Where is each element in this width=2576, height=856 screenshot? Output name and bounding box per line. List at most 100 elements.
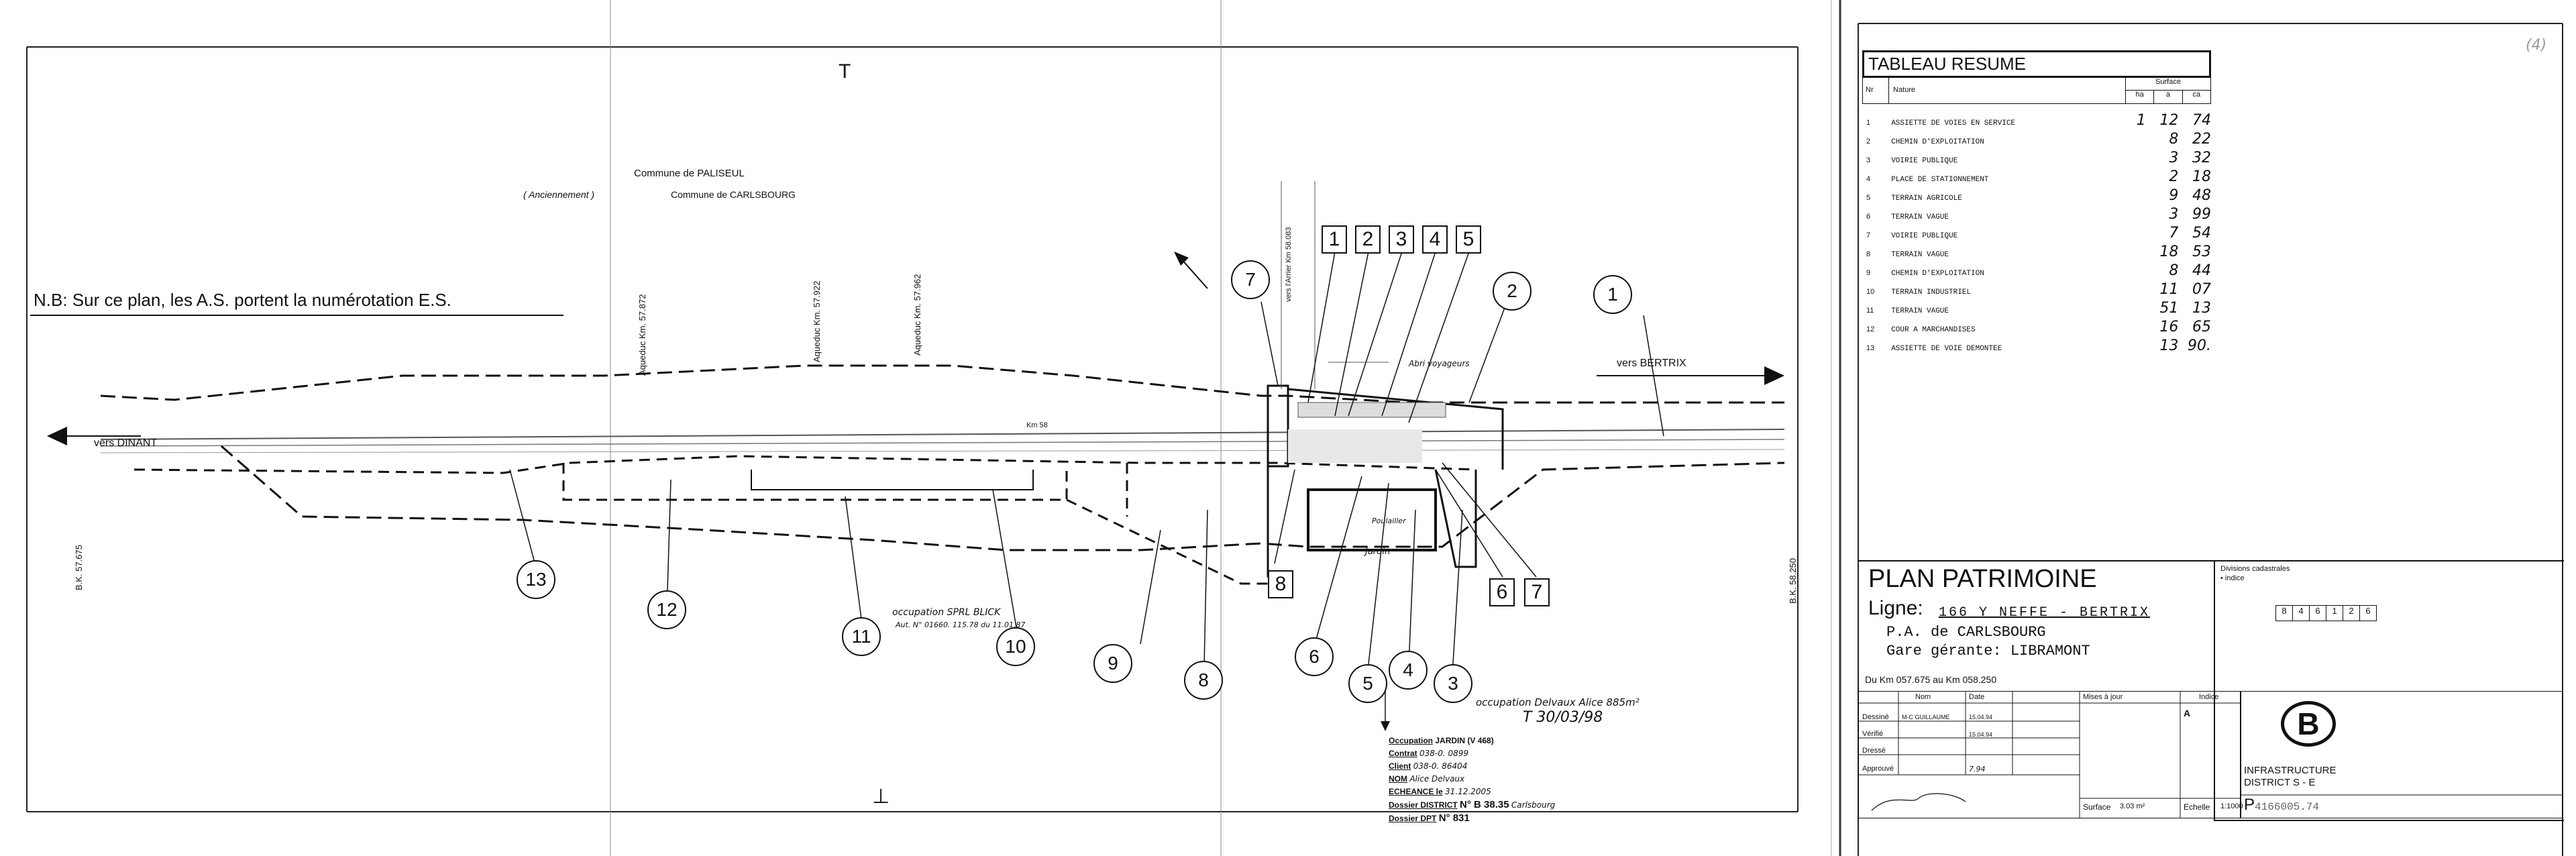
commune-former-prefix: ( Anciennement )	[523, 189, 595, 200]
right-sheet-frame	[1839, 0, 2563, 856]
stamp-label: ECHEANCE le	[1389, 787, 1443, 796]
row-verifie: Vérifié	[1862, 730, 1884, 738]
summary-row-a: 16	[2159, 319, 2179, 335]
poulailler-label: Poulailler	[1372, 517, 1406, 525]
parcel-box-6: 6	[1489, 578, 1515, 606]
km-start-label: B.K. 57.675	[74, 545, 84, 590]
infra-line-1: INFRASTRUCTURE	[2244, 765, 2337, 776]
stamp-value: N° 831	[1438, 812, 1470, 824]
division-cell: 8	[2276, 606, 2293, 621]
sncb-logo: B	[2281, 701, 2336, 747]
row-dresse: Dressé	[1862, 747, 1886, 755]
division-cell: 1	[2326, 606, 2343, 621]
parcel-circle-12: 12	[647, 590, 686, 629]
parcel-circle-3: 3	[1434, 664, 1472, 703]
stamp-label: Client	[1389, 761, 1411, 771]
header-ha: ha	[2126, 91, 2155, 103]
summary-row-nr: 11	[1866, 307, 1874, 315]
summary-row-nr: 7	[1866, 231, 1871, 239]
parcel-box-4: 4	[1422, 225, 1448, 254]
summary-row-nr: 6	[1866, 213, 1871, 221]
stamp-annot-date: T 30/03/98	[1523, 709, 1603, 726]
summary-row-nature: TERRAIN INDUSTRIEL	[1891, 288, 1972, 297]
summary-row-ca: 74	[2192, 112, 2211, 129]
aqueduc-label-3: Aqueduc Km. 57.962	[912, 274, 922, 356]
summary-row-ca: 53	[2192, 244, 2211, 260]
verifie-date: 15.04.94	[1969, 731, 1993, 738]
summary-row-a: 18	[2159, 244, 2179, 260]
summary-row-nature: COUR A MARCHANDISES	[1891, 326, 1976, 334]
parcel-box-7: 7	[1524, 578, 1550, 606]
abri-label: Abri voyageurs	[1409, 359, 1470, 368]
summary-row-a: 9	[2169, 187, 2179, 204]
summary-row-nr: 3	[1866, 156, 1871, 164]
aqueduc-label-1: Aqueduc Km. 57.872	[637, 294, 647, 376]
commune-label: Commune de PALISEUL	[634, 168, 745, 179]
division-cell: 4	[2293, 606, 2310, 621]
summary-row-ca: 22	[2192, 131, 2211, 148]
stamp-row-contrat: Contrat 038-0. 0899	[1389, 747, 1603, 760]
stamp-label: Dossier DISTRICT	[1389, 800, 1458, 810]
stamp-label: NOM	[1389, 774, 1407, 784]
divisions-sub: • indice	[2220, 574, 2245, 582]
nb-note: N.B: Sur ce plan, les A.S. portent la nu…	[34, 290, 451, 310]
parcel-circle-9: 9	[1093, 644, 1132, 683]
header-nature: Nature	[1889, 78, 2126, 103]
occupation-blick: occupation SPRL BLICK	[892, 607, 1001, 618]
stamp-label: Contrat	[1389, 749, 1417, 758]
parcel-circle-11: 11	[842, 617, 881, 656]
summary-row-nr: 8	[1866, 250, 1871, 258]
summary-row-a: 51	[2159, 300, 2179, 317]
summary-row-nature: CHEMIN D'EXPLOITATION	[1891, 138, 1984, 146]
compass-bottom-mark: ⊥	[872, 786, 890, 808]
approuve-date: 7.94	[1969, 765, 1986, 773]
summary-row-nr: 4	[1866, 175, 1871, 183]
row-dessine: Dessiné	[1862, 713, 1889, 721]
km58-label: Km 58	[1026, 421, 1048, 429]
echelle-label: Echelle	[2184, 802, 2210, 812]
summary-row-nature: ASSIETTE DE VOIE DEMONTEE	[1891, 345, 2002, 353]
header-surface-group: Surface ha a ca	[2126, 78, 2210, 103]
header-ca: ca	[2192, 91, 2201, 99]
summary-row-nature: VOIRIE PUBLIQUE	[1891, 232, 1958, 240]
summary-row-nr: 10	[1866, 288, 1875, 296]
stamp-row-nom: NOM Alice Delvaux	[1389, 773, 1603, 786]
summary-title: TABLEAU RESUME	[1862, 50, 2211, 78]
division-cell: 2	[2343, 606, 2360, 621]
col-date: Date	[1969, 693, 1985, 701]
stamp-value: JARDIN (V 468)	[1435, 736, 1494, 745]
summary-row-a: 8	[2169, 262, 2179, 279]
header-a: a	[2154, 91, 2183, 103]
corner-mark: (4)	[2526, 37, 2547, 54]
stamp-row-occupation: Occupation JARDIN (V 468)	[1389, 735, 1603, 747]
summary-row-nature: ASSIETTE DE VOIES EN SERVICE	[1891, 119, 2016, 127]
parcel-circle-7: 7	[1231, 260, 1270, 299]
summary-row-ca: 54	[2192, 225, 2211, 242]
summary-row-nr: 1	[1866, 119, 1871, 127]
stamp-row-dpt: Dossier DPT N° 831	[1389, 812, 1603, 825]
summary-row-nr: 12	[1866, 325, 1875, 333]
stamp-row-client: Client 038-0. 86404	[1389, 760, 1603, 773]
col-mises: Mises à jour	[2083, 693, 2123, 701]
parcel-box-3: 3	[1389, 225, 1414, 254]
plan-drawing	[26, 0, 1832, 856]
summary-row-nature: TERRAIN VAGUE	[1891, 251, 1949, 259]
occupation-stamp: T 30/03/98 Occupation JARDIN (V 468) Con…	[1389, 710, 1603, 825]
summary-row-ca: 90.	[2188, 337, 2211, 354]
parcel-box-8: 8	[1268, 570, 1293, 598]
stamp-value: 038-0. 86404	[1413, 761, 1468, 771]
reference-value: 4166005.74	[2255, 801, 2320, 813]
reference-number: P4166005.74	[2244, 796, 2319, 814]
summary-row-ca: 44	[2192, 262, 2211, 279]
right-sheet: (4) TABLEAU RESUME Nr Nature Surface ha …	[1838, 0, 2576, 856]
cartouche-title: PLAN PATRIMOINE	[1868, 565, 2097, 593]
summary-row-a: 3	[2169, 150, 2179, 166]
parcel-circle-13: 13	[517, 560, 555, 599]
